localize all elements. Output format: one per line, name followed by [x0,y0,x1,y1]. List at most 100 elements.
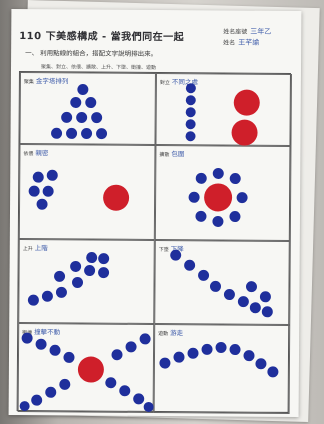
blue-dot [229,211,240,222]
red-dot [204,183,232,211]
blue-dot [85,97,96,108]
class-label: 姓名座號 [223,28,247,35]
blue-dot [43,186,54,197]
blue-dot [187,348,198,359]
blue-dot [81,128,92,139]
word-bank: 聚集、對立、依偎、擴散、上升、下墜、衝撞、遊動 [41,63,156,71]
cell-nestle: 依偎親密 [19,144,156,240]
cell-wander: 遊動游走 [154,324,291,414]
dot-arrangement-nestle [20,145,157,241]
blue-dot [37,199,48,210]
blue-dot [91,112,102,123]
blue-dot [196,173,207,184]
red-dot [78,356,104,382]
dot-arrangement-opposition [156,74,292,147]
blue-dot [237,192,248,203]
class-value: 三年乙 [250,28,271,36]
blue-dot [70,97,81,108]
blue-dot [144,402,154,412]
worksheet-title: 110 下美感構成 - 當我們同在一起 [19,27,184,43]
blue-dot [243,350,254,361]
dot-arrangement-gathering [20,73,156,146]
red-dot [234,90,260,116]
blue-dot [76,112,87,123]
blue-dot [63,352,74,363]
blue-dot [66,128,77,139]
blue-dot [105,377,116,388]
dot-arrangement-wander [155,325,292,415]
blue-dot [84,265,95,276]
blue-dot [210,281,221,292]
cell-opposition: 對立不同之處 [155,73,291,146]
blue-dot [230,344,241,355]
blue-dot [198,270,209,281]
blue-dot [119,385,130,396]
cell-gathering: 聚集金字塔排列 [19,72,155,145]
blue-dot [133,393,144,404]
blue-dot [255,358,266,369]
blue-dot [31,395,42,406]
blue-dot [22,333,33,344]
blue-dot [246,281,257,292]
blue-dot [45,387,56,398]
red-dot [103,185,129,211]
blue-dot [189,192,200,203]
instruction-text: 一、 利用點線的組合，搭配文字說明排出來。 [25,47,157,58]
answer-grid: 聚集金字塔排列 對立不同之處 [17,71,291,413]
blue-dot [72,277,83,288]
blue-dot [238,296,249,307]
blue-dot [260,291,271,302]
blue-dot [212,216,223,227]
name-label: 姓名 [223,39,235,46]
blue-dot [186,95,196,105]
blue-dot [20,401,30,411]
blue-dot [59,379,70,390]
blue-dot [61,112,72,123]
blue-dot [202,344,213,355]
blue-dot [47,170,58,181]
dot-arrangement-collision [19,324,156,414]
red-dot [231,120,257,146]
cell-collision: 衝撞撞擊不動 [18,323,155,413]
blue-dot [186,107,196,117]
worksheet-page: 110 下美感構成 - 當我們同在一起 姓名座號三年乙 姓名王芊諭 一、 利用點… [9,9,302,417]
blue-dot [70,261,81,272]
blue-dot [262,306,273,317]
blue-dot [36,339,47,350]
blue-dot [51,128,62,139]
blue-dot [224,289,235,300]
blue-dot [111,349,122,360]
blue-dot [98,253,109,264]
blue-dot [126,341,137,352]
blue-dot [98,267,109,278]
blue-dot [28,295,39,306]
blue-dot [50,345,61,356]
blue-dot [33,172,44,183]
blue-dot [42,291,53,302]
blue-dot [56,287,67,298]
blue-dot [195,211,206,222]
blue-dot [186,83,196,93]
class-field: 姓名座號三年乙 [223,26,271,36]
name-value: 王芊諭 [238,39,259,47]
blue-dot [96,128,107,139]
blue-dot [77,84,88,95]
blue-dot [250,302,261,313]
blue-dot [170,250,181,261]
cell-fall: 下墜下降 [154,240,291,325]
blue-dot [173,352,184,363]
blue-dot [216,342,227,353]
blue-dot [54,271,65,282]
blue-dot [230,173,241,184]
cell-spread: 擴散包圍 [155,145,292,241]
blue-dot [159,358,170,369]
blue-dot [29,186,40,197]
dot-arrangement-rise [19,240,156,325]
blue-dot [86,252,97,263]
blue-dot [184,260,195,271]
cell-rise: 上升上階 [18,239,155,324]
blue-dot [267,366,278,377]
name-field: 姓名王芊諭 [223,37,259,47]
blue-dot [140,333,151,344]
dot-arrangement-spread [156,146,293,242]
